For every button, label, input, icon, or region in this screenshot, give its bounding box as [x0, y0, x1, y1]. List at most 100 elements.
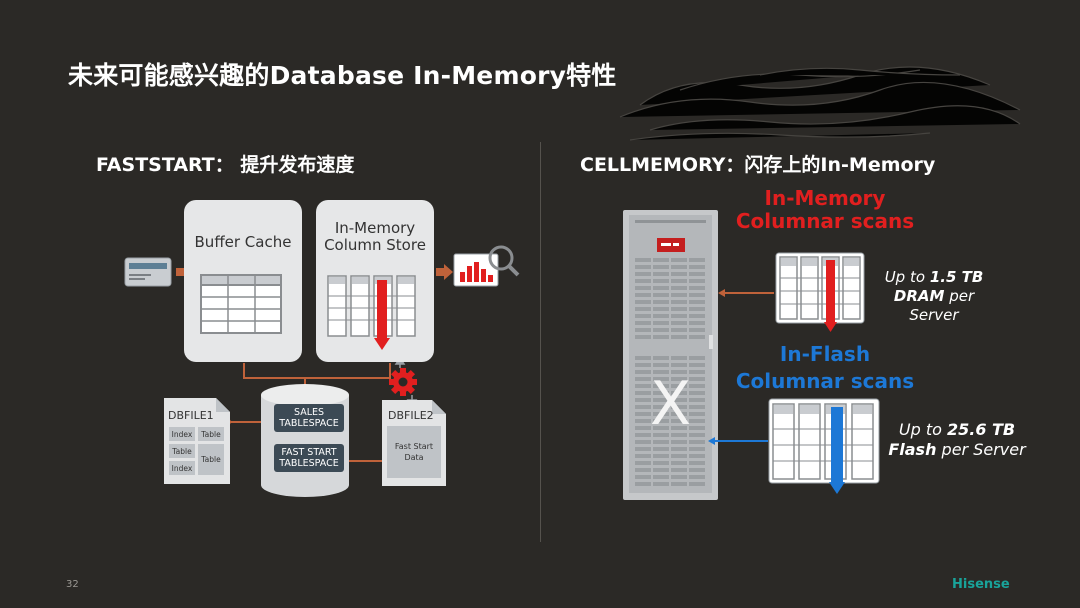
rack-slot — [689, 454, 705, 458]
dram-columnar-icon — [775, 252, 865, 332]
rack-slot — [689, 475, 705, 479]
rack-slot — [635, 321, 651, 325]
rack-slot — [671, 475, 687, 479]
inflash-label-line2: Columnar scans — [735, 369, 915, 393]
rack-slot — [689, 391, 705, 395]
rack-slot — [689, 412, 705, 416]
rack-slot — [671, 279, 687, 283]
rack-slot — [635, 405, 651, 409]
rack-slot — [635, 433, 651, 437]
rack-slot — [671, 482, 687, 486]
rack-slot — [671, 412, 687, 416]
rack-slot — [689, 265, 705, 269]
rack-slot — [689, 363, 705, 367]
rack-slot — [653, 377, 669, 381]
rack-slot — [689, 426, 705, 430]
sales-tablespace-line1: SALES — [293, 407, 325, 418]
rack-slot — [635, 384, 651, 388]
rack-slot — [635, 258, 651, 262]
rack-slot — [689, 398, 705, 402]
rack-slot — [653, 461, 669, 465]
analytics-magnifier-icon — [453, 245, 520, 287]
rack-slot — [689, 468, 705, 472]
rack-slot — [689, 405, 705, 409]
dbfile2-content: Fast Start Data — [387, 426, 441, 478]
rack-slot — [653, 391, 669, 395]
rack-slot — [635, 272, 651, 276]
faststart-heading: FASTSTART： 提升发布速度 — [96, 154, 355, 176]
rack-slot — [653, 300, 669, 304]
rack-slot — [635, 314, 651, 318]
rack-slot — [635, 335, 651, 339]
rack-slot — [653, 356, 669, 360]
rack-slot — [689, 307, 705, 311]
rack-slot — [671, 258, 687, 262]
rack-slot — [671, 461, 687, 465]
slide-title: 未来可能感兴趣的Database In-Memory特性 — [68, 61, 617, 90]
dbfile1-title: DBFILE1 — [168, 409, 214, 422]
page-number: 32 — [66, 579, 79, 590]
flash-note-amount: 25.6 TB — [946, 420, 1016, 439]
flash-note-suffix: per Server — [936, 440, 1026, 459]
rack-slot — [689, 370, 705, 374]
gear-icon — [389, 368, 417, 396]
dbfile1-cell: Index — [169, 461, 195, 475]
inflash-label-line1: In-Flash — [779, 342, 871, 366]
rack-slot — [653, 314, 669, 318]
buffer-cache-label: Buffer Cache — [194, 233, 292, 251]
rack-slot — [635, 363, 651, 367]
rack-slot — [635, 377, 651, 381]
rack-slot — [653, 335, 669, 339]
buffer-cache-card: Buffer Cache — [184, 200, 302, 362]
rack-slot — [635, 279, 651, 283]
rack-slot — [635, 412, 651, 416]
rack-slot — [689, 314, 705, 318]
rack-slot — [653, 307, 669, 311]
columnar-table-icon — [327, 275, 416, 350]
dbfile1-cell: Table — [198, 444, 224, 475]
sales-tablespace-line2: TABLESPACE — [279, 418, 339, 429]
rack-slot — [635, 265, 651, 269]
rack-slot — [653, 272, 669, 276]
flash-note-prefix: Up to — [898, 420, 947, 439]
rack-slot — [671, 300, 687, 304]
column-store-label-1: In-Memory — [334, 219, 416, 237]
rack-slot — [653, 482, 669, 486]
rack-slot — [671, 265, 687, 269]
flash-note: Up to 25.6 TB Flash per Server — [882, 420, 1032, 460]
brand-logo: Hisense — [952, 577, 1010, 592]
tablespace-cylinder — [261, 384, 349, 497]
rack-slot — [671, 468, 687, 472]
rack-slot — [635, 468, 651, 472]
dram-note: Up to 1.5 TB DRAM per Server — [870, 268, 998, 325]
rack-slot — [653, 419, 669, 423]
dbfile2-content-line2: Data — [404, 453, 424, 462]
rack-slot — [689, 447, 705, 451]
rack-slot — [671, 384, 687, 388]
rack-slot — [689, 293, 705, 297]
rack-slot — [635, 447, 651, 451]
arrow-right-icon — [436, 264, 453, 280]
rack-slot — [671, 363, 687, 367]
arrow-left-blue — [708, 437, 768, 445]
rack-slot — [653, 447, 669, 451]
rack-slot — [671, 440, 687, 444]
dram-note-line3: Server — [909, 306, 959, 324]
rack-slot — [653, 426, 669, 430]
rack-slot — [635, 440, 651, 444]
rack-slot — [653, 405, 669, 409]
dbfile1-cell: Table — [198, 427, 224, 441]
rack-slot — [653, 454, 669, 458]
rack-slot — [635, 391, 651, 395]
rack-slot — [653, 279, 669, 283]
server-logo-mark: X — [649, 369, 692, 439]
rack-slot — [689, 328, 705, 332]
dram-note-type: DRAM — [893, 287, 945, 305]
rack-slot — [671, 307, 687, 311]
rack-slot — [635, 286, 651, 290]
dram-note-suffix: per — [944, 287, 975, 305]
dram-note-amount: 1.5 TB — [929, 268, 984, 286]
rack-slot — [635, 398, 651, 402]
flash-note-type: Flash — [888, 440, 937, 459]
rack-slot — [689, 433, 705, 437]
